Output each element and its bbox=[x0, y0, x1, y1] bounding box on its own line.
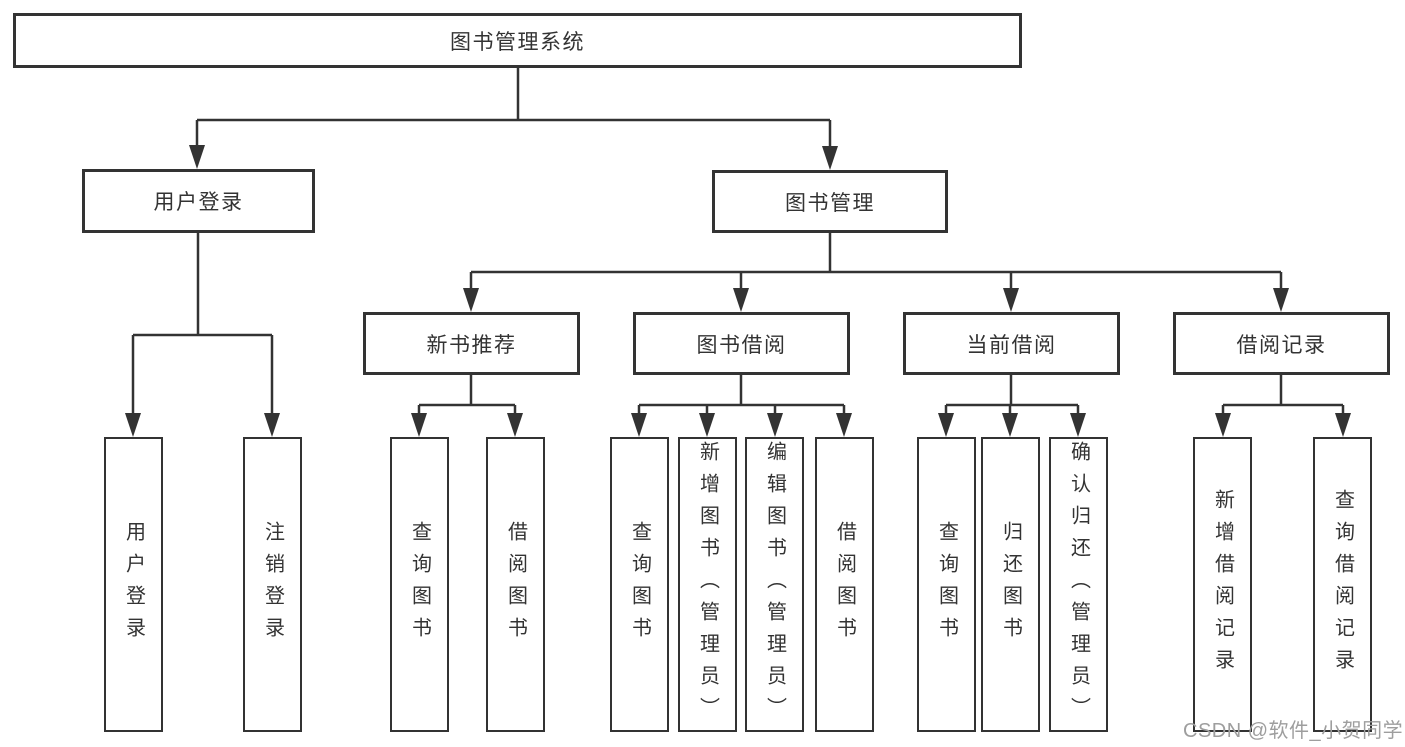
leaf-label: 注销登录 bbox=[261, 520, 284, 649]
leaf-label: 查询图书 bbox=[408, 520, 431, 649]
leaf-borrow-books-1: 借阅图书 bbox=[486, 437, 545, 732]
leaf-confirm-return-admin: 确认归还（管理员） bbox=[1049, 437, 1108, 732]
connector-root-to-level2 bbox=[195, 68, 832, 147]
connector-current-borrow-branch bbox=[944, 375, 1080, 415]
arrowheads bbox=[125, 145, 1351, 437]
leaf-label: 归还图书 bbox=[999, 520, 1022, 649]
leaf-label: 查询图书 bbox=[935, 520, 958, 649]
node-new-book-recommend: 新书推荐 bbox=[363, 312, 580, 375]
leaf-query-borrow-record: 查询借阅记录 bbox=[1313, 437, 1372, 732]
connector-book-management-branch bbox=[469, 233, 1283, 290]
leaf-return-books: 归还图书 bbox=[981, 437, 1040, 732]
node-book-borrow: 图书借阅 bbox=[633, 312, 850, 375]
node-label: 用户登录 bbox=[153, 191, 244, 214]
node-root-library-system: 图书管理系统 bbox=[13, 13, 1022, 68]
leaf-label: 确认归还（管理员） bbox=[1067, 440, 1090, 729]
leaf-query-books-3: 查询图书 bbox=[917, 437, 976, 732]
leaf-logout: 注销登录 bbox=[243, 437, 302, 732]
csdn-watermark: CSDN @软件_小贺同学 bbox=[1183, 720, 1404, 742]
node-label: 当前借阅 bbox=[966, 333, 1057, 357]
leaf-query-books-1: 查询图书 bbox=[390, 437, 449, 732]
node-label: 新书推荐 bbox=[426, 333, 517, 357]
node-user-login: 用户登录 bbox=[82, 169, 315, 233]
connector-borrow-records-branch bbox=[1221, 375, 1345, 415]
leaf-borrow-books-2: 借阅图书 bbox=[815, 437, 874, 732]
leaf-label: 用户登录 bbox=[122, 520, 145, 649]
leaf-edit-books-admin: 编辑图书（管理员） bbox=[745, 437, 804, 732]
leaf-add-books-admin: 新增图书（管理员） bbox=[678, 437, 737, 732]
node-borrow-records: 借阅记录 bbox=[1173, 312, 1390, 375]
node-label: 图书管理系统 bbox=[450, 30, 585, 54]
node-label: 借阅记录 bbox=[1236, 333, 1327, 357]
leaf-label: 借阅图书 bbox=[504, 520, 527, 649]
node-current-borrow: 当前借阅 bbox=[903, 312, 1120, 375]
leaf-label: 新增借阅记录 bbox=[1211, 488, 1234, 681]
leaf-label: 查询图书 bbox=[628, 520, 651, 649]
leaf-label: 借阅图书 bbox=[833, 520, 856, 649]
node-book-management: 图书管理 bbox=[712, 170, 948, 233]
connector-new-book-branch bbox=[417, 375, 517, 415]
connector-user-login-branch bbox=[131, 233, 274, 415]
leaf-query-books-2: 查询图书 bbox=[610, 437, 669, 732]
leaf-label: 查询借阅记录 bbox=[1331, 488, 1354, 681]
connector-book-borrow-branch bbox=[637, 375, 846, 415]
node-label: 图书借阅 bbox=[696, 333, 787, 357]
leaf-label: 新增图书（管理员） bbox=[696, 440, 719, 729]
leaf-add-borrow-record: 新增借阅记录 bbox=[1193, 437, 1252, 732]
leaf-label: 编辑图书（管理员） bbox=[763, 440, 786, 729]
leaf-user-login: 用户登录 bbox=[104, 437, 163, 732]
node-label: 图书管理 bbox=[785, 191, 875, 215]
